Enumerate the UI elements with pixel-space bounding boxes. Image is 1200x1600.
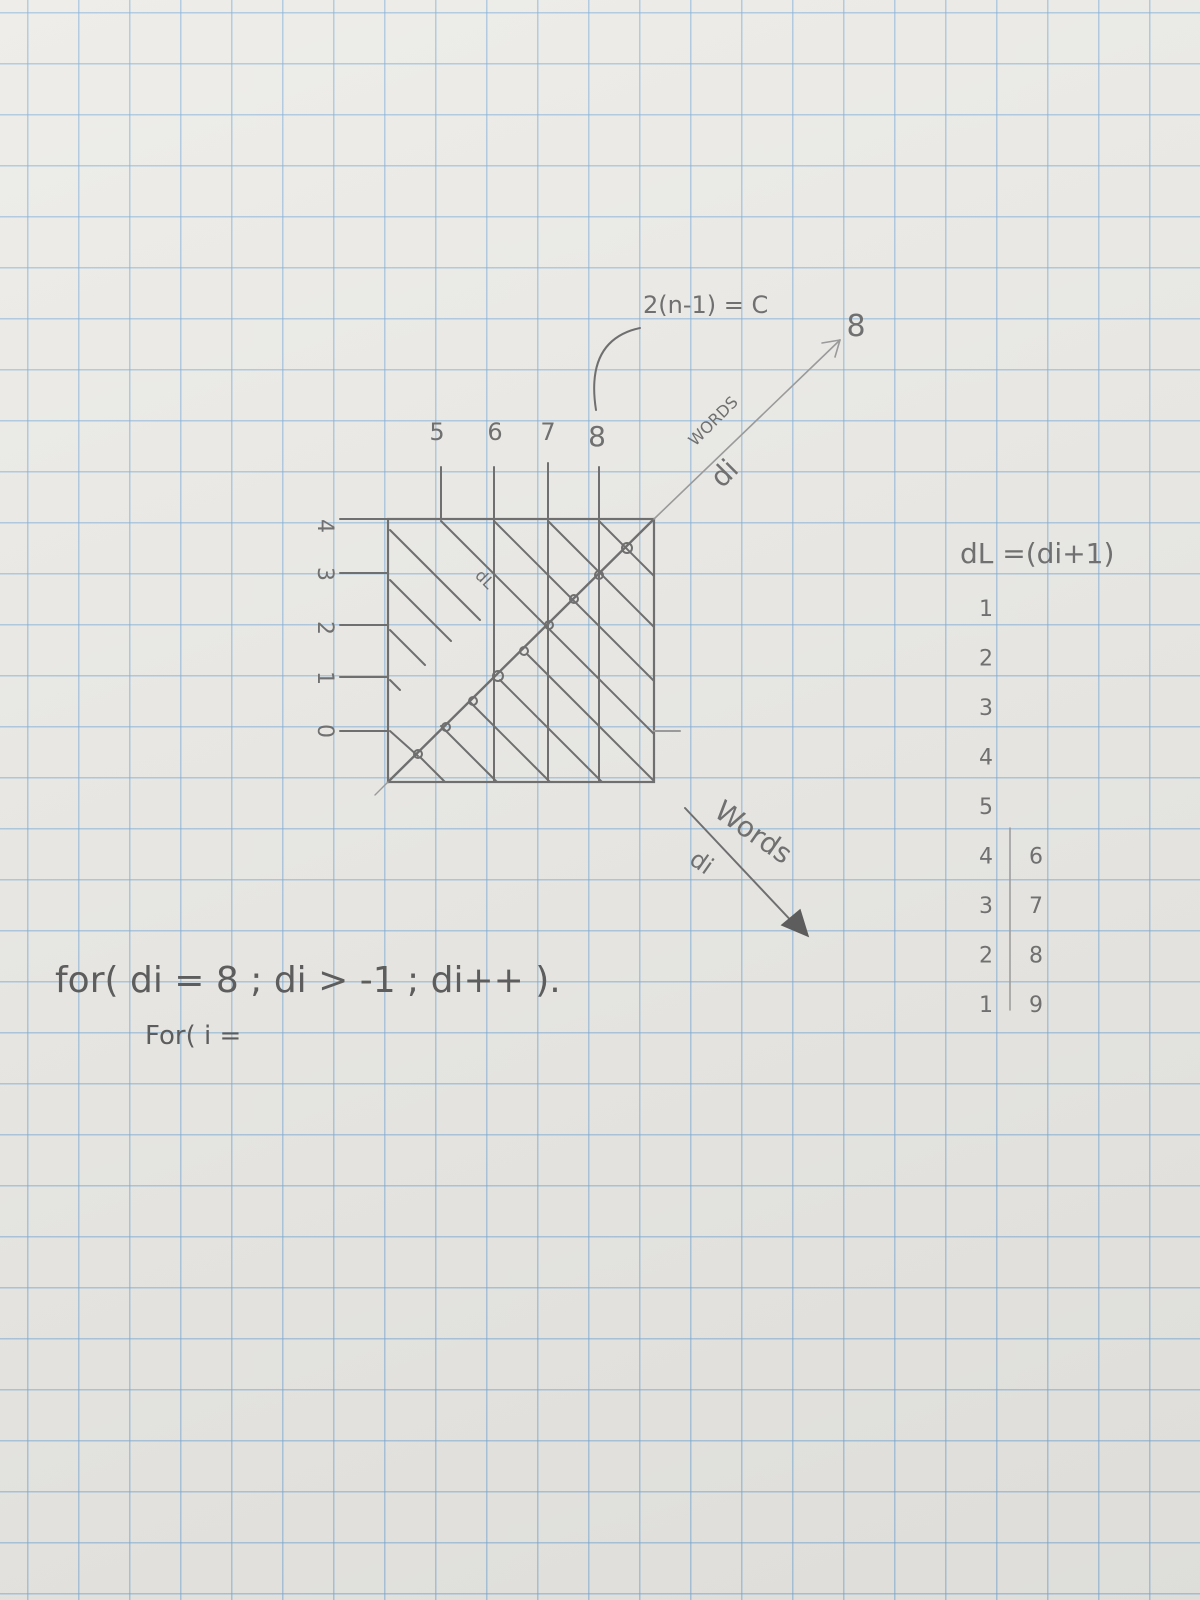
side-table-cell-left: 5 <box>979 795 993 820</box>
arrow-end-label: 8 <box>846 309 865 344</box>
column-label-6: 6 <box>487 418 502 446</box>
code-line-1: for( di = 8 ; di > -1 ; di++ ). <box>55 960 561 1001</box>
main-diagonal <box>374 339 841 796</box>
lower-arrow-words-label: Words <box>709 794 799 871</box>
side-table-cell-left: 2 <box>979 647 993 672</box>
side-table-cell-left: 3 <box>979 894 993 919</box>
side-table-cell-right: 8 <box>1029 944 1043 969</box>
formula-label: 2(n-1) = C <box>643 291 768 319</box>
side-table-cell-left: 1 <box>979 993 993 1018</box>
row-ticks <box>339 518 681 732</box>
side-table-cell-left: 4 <box>979 845 993 870</box>
column-label-5: 5 <box>429 418 444 446</box>
side-table-header: dL =(di+1) <box>960 537 1114 570</box>
code-line-2: For( i = <box>145 1021 241 1051</box>
row-label-2: 2 <box>312 621 337 635</box>
column-label-8: 8 <box>588 420 606 453</box>
row-label-1: 1 <box>312 671 337 685</box>
row-label-0: 0 <box>312 724 337 738</box>
side-table-cell-left: 4 <box>979 746 993 771</box>
upper-arrow-di-label: di <box>704 453 745 494</box>
side-table-cell-left: 3 <box>979 696 993 721</box>
side-table-cell-right: 6 <box>1029 845 1043 870</box>
column-dividers <box>440 462 600 783</box>
side-table-cell-left: 1 <box>979 597 993 622</box>
row-labels: 4 3 2 1 0 <box>312 519 337 738</box>
side-table-cell-right: 7 <box>1029 894 1043 919</box>
diagram-square <box>386 517 656 784</box>
formula-connector <box>593 327 641 411</box>
lower-arrow-di-label: di <box>685 845 719 881</box>
row-label-3: 3 <box>312 567 337 581</box>
column-label-7: 7 <box>540 418 555 446</box>
lower-arrow <box>684 807 810 938</box>
upper-arrow-words-label: WORDS <box>684 392 741 449</box>
side-table-cell-right: 9 <box>1029 993 1043 1018</box>
side-table-cell-left: 2 <box>979 944 993 969</box>
side-table: 1 2 3 4 5 4 6 3 7 2 8 1 9 <box>979 597 1043 1018</box>
column-labels: 5 6 7 8 <box>429 418 606 453</box>
row-label-4: 4 <box>312 519 337 533</box>
hatch-lines <box>389 520 655 783</box>
